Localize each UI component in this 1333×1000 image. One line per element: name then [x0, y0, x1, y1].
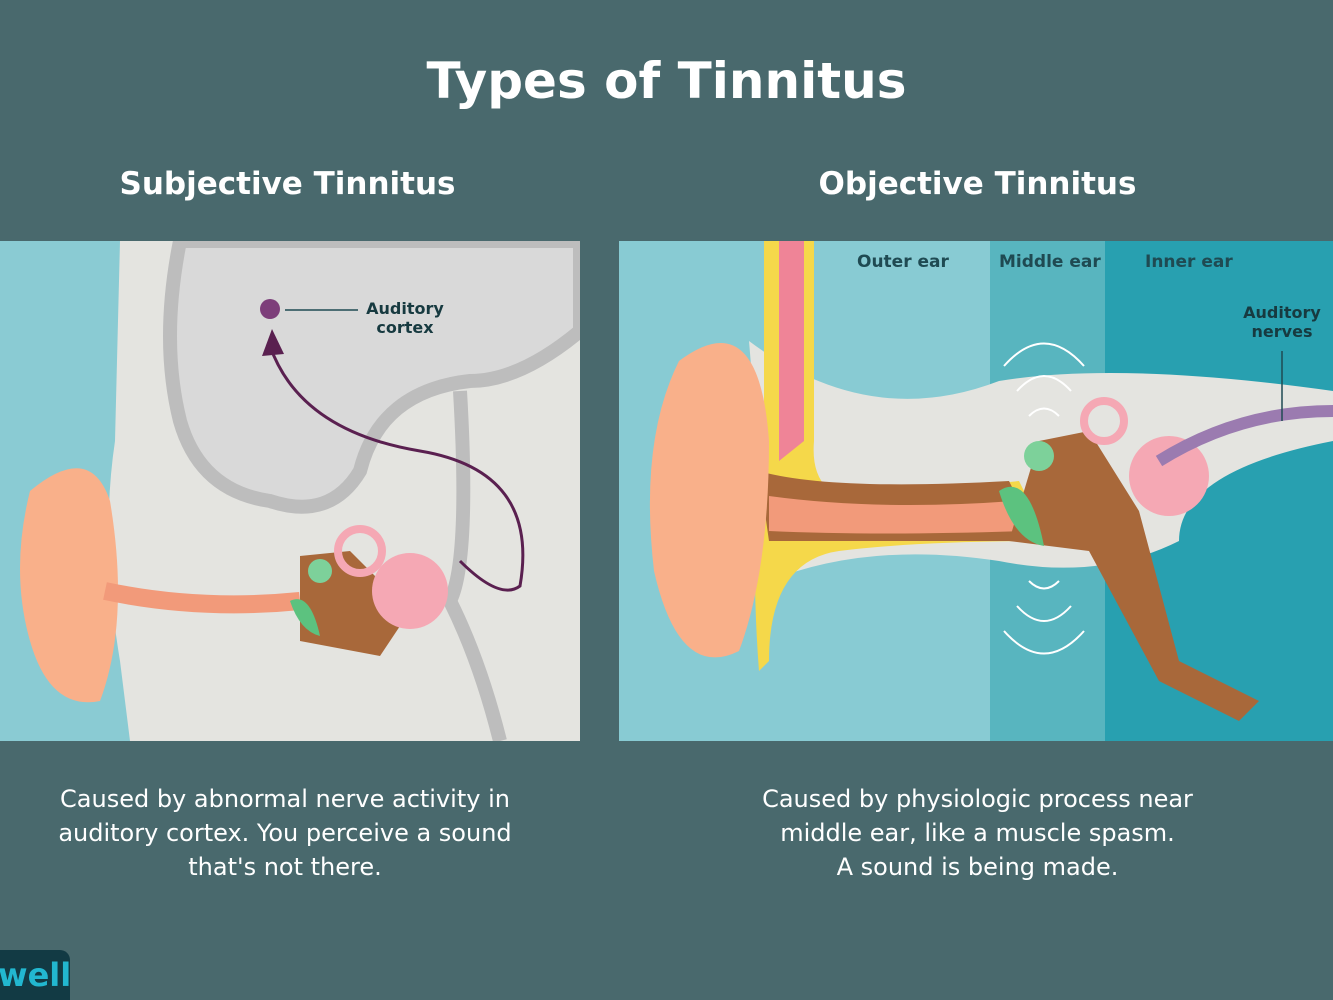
head-ear-illustration [0, 241, 580, 741]
caption-line: middle ear, like a muscle spasm. [780, 819, 1175, 847]
objective-illustration: Outer ear Middle ear Inner ear Auditory … [619, 241, 1333, 741]
zone-middle-ear-label: Middle ear [999, 252, 1101, 272]
page-title: Types of Tinnitus [426, 52, 907, 110]
objective-heading: Objective Tinnitus [818, 166, 1137, 202]
caption-line: that's not there. [188, 853, 382, 881]
brand-logo: well [0, 950, 71, 1000]
subjective-illustration: Auditory cortex [0, 241, 580, 741]
subjective-heading: Subjective Tinnitus [119, 166, 456, 202]
auditory-cortex-label: Auditory cortex [366, 299, 444, 337]
zone-outer-ear-label: Outer ear [857, 252, 949, 272]
caption-line: Caused by physiologic process near [762, 785, 1193, 813]
caption-line: A sound is being made. [836, 853, 1119, 881]
caption-line: Caused by abnormal nerve activity in [60, 785, 510, 813]
ear-cross-section-illustration [619, 241, 1333, 741]
subjective-caption: Caused by abnormal nerve activity in aud… [20, 782, 550, 884]
zone-inner-ear-label: Inner ear [1145, 252, 1233, 272]
objective-caption: Caused by physiologic process near middl… [700, 782, 1255, 884]
auditory-nerves-label: Auditory nerves [1243, 303, 1321, 341]
caption-line: auditory cortex. You perceive a sound [58, 819, 512, 847]
